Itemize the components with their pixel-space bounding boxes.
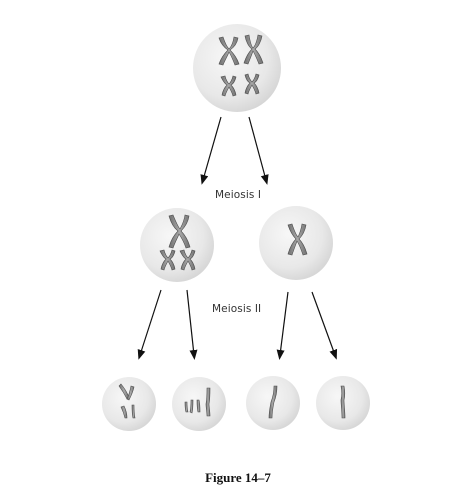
large-chromosome [287, 223, 308, 256]
large-chromosome-pair [218, 34, 264, 66]
daughter-cell-right [259, 206, 333, 280]
gamete-cell-2 [172, 377, 226, 431]
parent-cell [193, 24, 281, 112]
meiosis-1-label: Meiosis I [215, 189, 262, 201]
small-chromosome [159, 249, 176, 271]
meiosis-1-arrows [200, 116, 269, 185]
arrow-to-right-daughter [248, 116, 269, 185]
small-chromosome [179, 249, 196, 271]
figure-caption: Figure 14–7 [205, 470, 271, 485]
arrow-to-cell-1 [137, 289, 162, 360]
arrow-to-cell-3 [276, 291, 289, 360]
gamete-cell-4 [316, 376, 370, 430]
meiosis-2-arrows [137, 289, 338, 360]
gamete-cell-3 [246, 376, 300, 430]
arrow-to-left-daughter [200, 116, 222, 185]
daughter-cell-left [140, 208, 214, 282]
small-chromosome-pair [220, 73, 260, 97]
arrow-to-cell-2 [186, 289, 198, 360]
gamete-cell-1 [102, 377, 156, 431]
meiosis-2-label: Meiosis II [212, 303, 262, 315]
arrow-to-cell-4 [311, 291, 338, 360]
large-chromosome [168, 214, 191, 249]
